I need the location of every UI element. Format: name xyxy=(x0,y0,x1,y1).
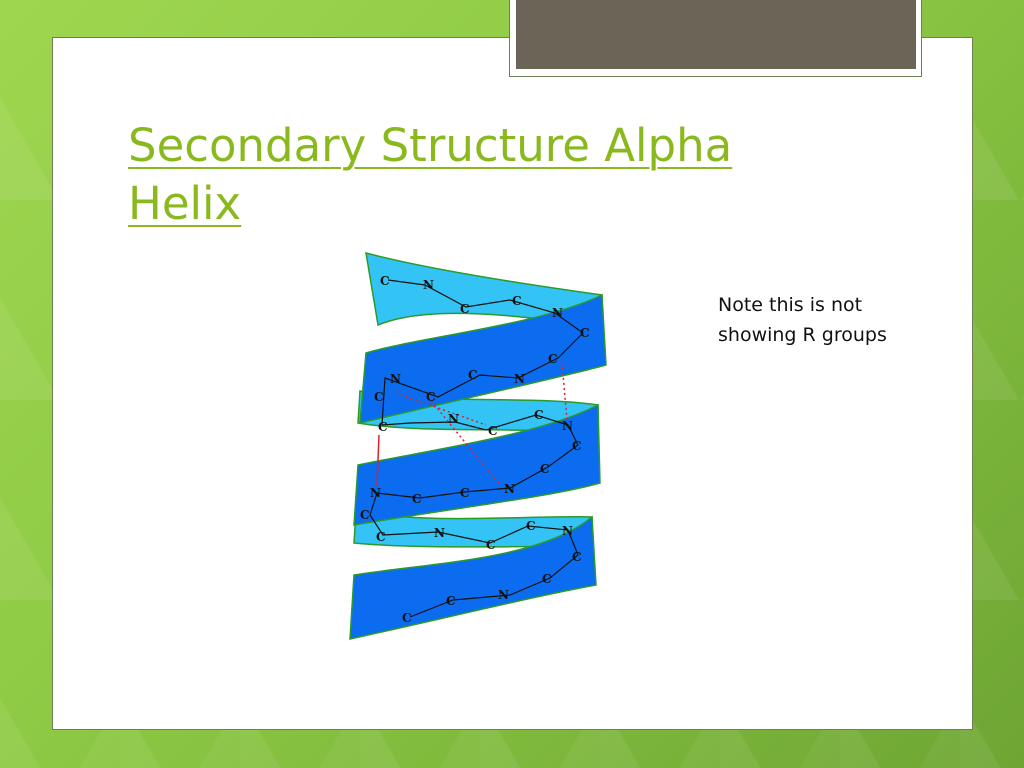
atom-label: N xyxy=(498,588,509,602)
atom-label: C xyxy=(512,294,522,308)
atom-label: C xyxy=(540,462,550,476)
atom-label: C xyxy=(374,390,384,404)
atom-label: C xyxy=(580,326,590,340)
atom-label: C xyxy=(460,486,470,500)
atom-label: C xyxy=(412,492,422,506)
backbone-bonds xyxy=(369,279,584,618)
ribbon-front-segment xyxy=(349,515,597,640)
atom-label: C xyxy=(378,420,388,434)
atom-label: N xyxy=(562,524,573,538)
atom-label: N xyxy=(423,278,434,292)
atom-label: N xyxy=(448,412,459,426)
title-tab xyxy=(516,0,916,69)
atom-label: N xyxy=(370,486,381,500)
atom-label: C xyxy=(426,390,436,404)
atom-label: C xyxy=(468,368,478,382)
atom-label: C xyxy=(534,408,544,422)
atom-label: C xyxy=(376,530,386,544)
atom-label: C xyxy=(380,274,390,288)
note-text: Note this is not showing R groups xyxy=(718,290,958,350)
slide-title[interactable]: Secondary Structure Alpha Helix xyxy=(128,119,733,230)
atom-label: N xyxy=(434,526,445,540)
atom-label: C xyxy=(446,594,456,608)
atom-label: C xyxy=(526,519,536,533)
atom-label: N xyxy=(504,482,515,496)
atom-label: C xyxy=(460,302,470,316)
alpha-helix-diagram: C N C C N C C N C N C C C N C C N C C N … xyxy=(349,251,607,640)
atom-label: N xyxy=(390,372,401,386)
atom-label: N xyxy=(552,306,563,320)
atom-label: C xyxy=(542,572,552,586)
atom-label: C xyxy=(402,611,412,625)
atom-label: C xyxy=(548,352,558,366)
atom-label: C xyxy=(572,439,582,453)
atom-label: C xyxy=(572,550,582,564)
atom-label: N xyxy=(514,372,525,386)
note-line-2: showing R groups xyxy=(718,324,887,346)
atom-label: C xyxy=(488,424,498,438)
hydrogen-bonds xyxy=(376,362,568,486)
note-line-1: Note this is not xyxy=(718,294,863,316)
atom-label: N xyxy=(562,419,573,433)
atom-label: C xyxy=(360,508,370,522)
atom-labels: C N C C N C C N C N C C C N C C N C C N … xyxy=(360,274,590,625)
atom-label: C xyxy=(486,538,496,552)
ribbon-front-segment xyxy=(353,403,601,526)
